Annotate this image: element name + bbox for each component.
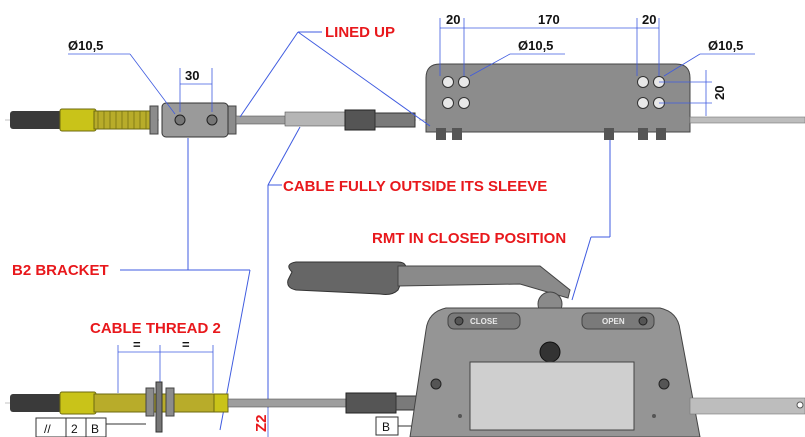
rmt-handle-grip (287, 261, 407, 295)
close-plate (447, 312, 521, 330)
callout-cable-thread: CABLE THREAD 2 (90, 320, 221, 337)
housing-pin-2 (652, 414, 656, 418)
dim-z2: Z2 (253, 414, 270, 432)
rod-pin (796, 401, 804, 409)
bottom-sheath (10, 394, 62, 412)
bottom-cable-core (227, 398, 347, 408)
plate-holes (442, 76, 665, 109)
dim-hole-plate-mid: Ø10,5 (518, 38, 553, 53)
bottom-sleeve-yellow (59, 391, 97, 415)
lined-up-leader-2 (297, 31, 431, 127)
datum-b-label: B (382, 420, 390, 434)
tolerance-datum: B (91, 422, 99, 436)
callout-lined-up: LINED UP (325, 24, 395, 41)
housing-screw-2 (658, 378, 670, 390)
top-nut-left (149, 105, 159, 135)
top-fork (374, 112, 416, 128)
dim-equal-right: = (182, 337, 190, 352)
top-rod-right (689, 116, 805, 124)
open-screw (638, 316, 648, 326)
dim-plate-center: 170 (538, 12, 560, 27)
lined-up-leader-1 (239, 31, 299, 118)
housing-pin-1 (458, 414, 462, 418)
callout-b2-bracket: B2 BRACKET (12, 262, 109, 279)
open-label: OPEN (602, 317, 625, 326)
top-view: 20 170 20 Ø10,5 Ø10,5 20 30 Ø10,5 LINED … (5, 12, 805, 140)
bottom-bracket (155, 381, 163, 433)
rmt-knob (539, 341, 561, 363)
dim-hole-plate-right: Ø10,5 (708, 38, 743, 53)
plate-foot-2 (452, 128, 462, 140)
tolerance-frame (35, 417, 146, 437)
plate-foot-3 (604, 128, 614, 140)
callout-cable-fully-outside: CABLE FULLY OUTSIDE ITS SLEEVE (283, 178, 547, 195)
bottom-rod-right (689, 397, 805, 415)
bracket-hole-2 (206, 114, 218, 126)
callout-rmt-closed: RMT IN CLOSED POSITION (372, 230, 566, 247)
dim-equal-left: = (133, 337, 141, 352)
dim-plate-vertical: 20 (712, 86, 727, 100)
top-plate (425, 63, 691, 133)
bottom-nut-left (145, 387, 155, 417)
top-bracket (161, 102, 229, 138)
close-screw (454, 316, 464, 326)
top-nut-right (227, 105, 237, 135)
plate-foot-1 (436, 128, 446, 140)
dim-plate-left: 20 (446, 12, 460, 27)
bottom-view: = = // 2 B Z2 B (5, 261, 805, 437)
housing-screw-1 (430, 378, 442, 390)
hole-left-leader (129, 53, 176, 115)
top-rod-end (344, 109, 376, 131)
dim-hole-left: Ø10,5 (68, 38, 103, 53)
top-sleeve-yellow (59, 108, 97, 132)
top-thread (93, 110, 153, 130)
bottom-nut-right (165, 387, 175, 417)
dim-bracket-width: 30 (185, 68, 199, 83)
tolerance-symbol: // (44, 422, 51, 436)
middle-leaders (120, 126, 611, 431)
plate-dimension-lines (439, 18, 755, 116)
bottom-rod-end (345, 392, 397, 414)
open-plate (581, 312, 655, 330)
bottom-thread-end (213, 393, 229, 413)
bracket-hole-1 (174, 114, 186, 126)
top-sheath (10, 111, 62, 129)
close-label: CLOSE (470, 317, 498, 326)
plate-foot-4 (638, 128, 648, 140)
top-cable-sleeve (284, 111, 346, 127)
tolerance-value: 2 (71, 422, 78, 436)
rmt-lever (397, 265, 571, 299)
rmt-window (469, 361, 635, 431)
dim-plate-right: 20 (642, 12, 656, 27)
plate-foot-5 (656, 128, 666, 140)
